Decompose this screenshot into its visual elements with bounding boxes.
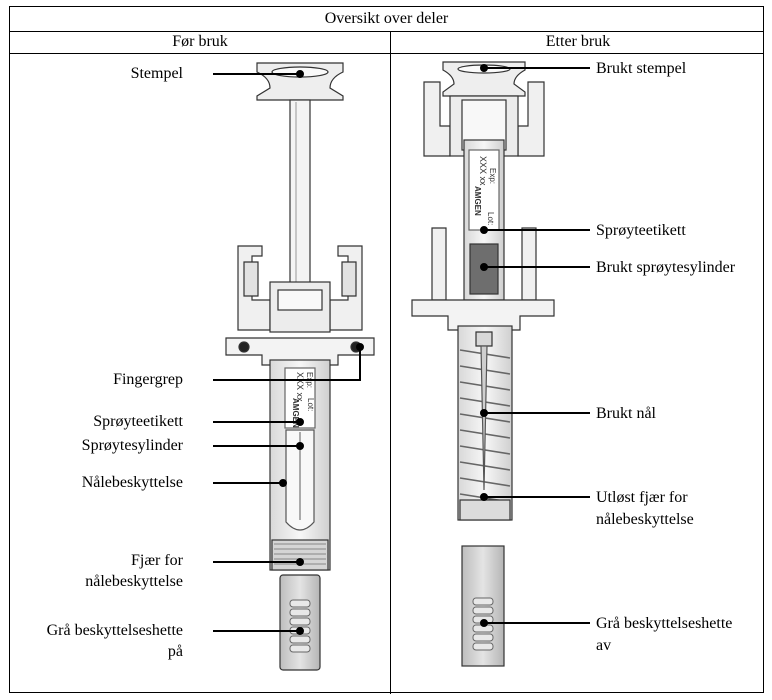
label-syringe-label: Sprøyteetikett [93, 413, 183, 430]
parts-overview-table: Oversikt over deler Før bruk Etter bruk [9, 6, 764, 694]
label-syringe-label-after: Sprøyteetikett [596, 222, 686, 239]
label-grey-cap-line1: Grå beskyttelseshette [46, 622, 183, 639]
plunger-rod [289, 99, 311, 291]
label-needle-guard: Nålebeskyttelse [81, 474, 183, 491]
plunger-head [256, 62, 344, 101]
finger-grip-plate [225, 337, 375, 366]
column-divider [390, 31, 391, 694]
label-used-barrel: Brukt sprøytesylinder [596, 259, 736, 276]
header-before-use: Før bruk [172, 33, 228, 50]
label-plunger: Stempel [130, 65, 183, 82]
label-exp-after: Exp: [488, 168, 497, 184]
label-released-spring-line2: nålebeskyttelse [596, 511, 694, 528]
label-code-after: XXX xx [478, 156, 488, 186]
label-lot-after: Lot: [486, 212, 495, 225]
label-released-spring-line1: Utløst fjær for [596, 489, 688, 506]
syringe-before-use: XXX xx Exp: AMGEN Lot: [225, 62, 375, 671]
label-finger-grip: Fingergrep [113, 371, 183, 388]
label-grey-cap-off-line1: Grå beskyttelseshette [596, 615, 733, 632]
label-grey-cap-off-line2: av [596, 637, 612, 654]
label-used-plunger: Brukt stempel [596, 60, 687, 77]
leader-lines [213, 64, 590, 635]
header-after-use: Etter bruk [545, 33, 611, 50]
label-syringe-barrel: Sprøytesylinder [81, 437, 183, 454]
syringe-after-use: XXX xx Exp: AMGEN Lot: [411, 61, 555, 667]
label-code-before: XXX xx [295, 372, 305, 402]
label-lot-before: Lot: [306, 398, 315, 411]
label-brand-after: AMGEN [473, 186, 482, 216]
column-headers: Før bruk Etter bruk [10, 31, 763, 54]
label-spring-line2: nålebeskyttelse [85, 573, 183, 590]
label-used-needle: Brukt nål [596, 405, 656, 422]
label-brand-before: AMGEN [291, 398, 300, 428]
table-title: Oversikt over deler [10, 7, 763, 32]
label-spring-line1: Fjær for [131, 552, 183, 569]
label-grey-cap-line2: på [167, 643, 183, 660]
